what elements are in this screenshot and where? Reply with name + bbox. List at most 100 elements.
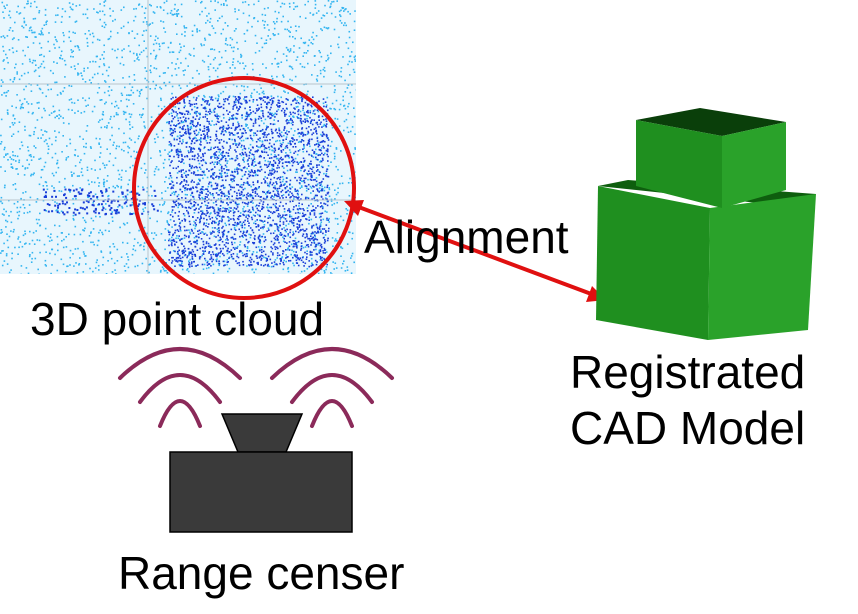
cloud-point xyxy=(274,22,276,25)
cloud-point xyxy=(236,85,238,88)
cloud-point xyxy=(249,171,252,174)
cloud-point xyxy=(62,135,64,137)
cloud-point xyxy=(138,44,140,47)
cloud-point xyxy=(268,184,270,187)
cloud-point xyxy=(54,152,57,155)
cloud-point xyxy=(328,188,331,191)
cloud-point xyxy=(29,210,31,213)
cloud-point xyxy=(210,175,213,177)
cloud-point xyxy=(252,125,255,127)
cloud-point xyxy=(287,267,290,269)
cloud-point xyxy=(20,141,23,143)
cloud-point xyxy=(215,204,218,206)
cloud-point xyxy=(140,244,142,246)
cloud-point xyxy=(125,197,128,199)
cloud-point xyxy=(221,220,223,223)
cloud-point xyxy=(278,160,281,163)
cloud-point xyxy=(24,54,26,57)
cloud-point xyxy=(301,186,303,188)
cloud-point xyxy=(194,0,197,3)
cloud-point xyxy=(178,218,180,220)
cloud-point xyxy=(222,90,225,93)
cloud-point xyxy=(270,178,272,181)
cloud-point xyxy=(203,223,205,226)
cloud-point xyxy=(203,94,205,97)
cloud-point xyxy=(184,189,186,192)
cloud-point xyxy=(162,21,165,23)
cloud-point xyxy=(234,229,237,231)
cloud-point xyxy=(171,92,173,95)
cloud-point xyxy=(177,230,180,232)
cloud-point xyxy=(294,217,297,219)
cloud-point xyxy=(183,162,185,165)
cloud-point xyxy=(202,153,204,155)
cloud-point xyxy=(16,73,18,75)
cloud-point xyxy=(333,28,336,31)
cloud-point xyxy=(319,223,322,225)
cloud-point xyxy=(180,62,182,64)
cloud-point xyxy=(274,112,276,115)
cloud-point xyxy=(232,224,234,226)
cloud-point xyxy=(198,208,200,210)
cloud-point xyxy=(217,214,219,216)
cloud-point xyxy=(273,168,275,171)
cloud-point xyxy=(302,105,305,108)
cloud-point xyxy=(182,251,185,254)
cloud-point xyxy=(295,259,298,262)
cloud-point xyxy=(150,71,152,74)
cloud-point xyxy=(10,210,12,213)
cloud-point xyxy=(248,151,251,153)
cloud-point xyxy=(220,3,223,6)
cloud-point xyxy=(325,123,328,125)
cloud-point xyxy=(262,90,265,93)
cloud-point xyxy=(296,226,298,228)
cloud-point xyxy=(260,236,262,238)
cloud-point xyxy=(333,212,335,214)
cloud-point xyxy=(76,272,79,274)
cloud-point xyxy=(308,216,310,219)
cloud-point xyxy=(286,122,288,124)
cloud-point xyxy=(197,159,200,162)
cloud-point xyxy=(210,256,213,258)
cloud-point xyxy=(321,29,323,32)
cloud-point xyxy=(232,238,235,240)
cloud-point xyxy=(303,215,305,217)
cloud-point xyxy=(117,195,120,198)
cloud-point xyxy=(171,226,173,228)
cloud-point xyxy=(246,124,248,126)
cloud-point xyxy=(179,221,182,224)
cloud-point xyxy=(325,219,328,221)
cloud-point xyxy=(318,187,321,189)
cloud-point xyxy=(320,219,322,221)
cloud-point xyxy=(28,154,31,157)
cloud-point xyxy=(209,110,212,113)
cloud-point xyxy=(278,106,281,108)
cloud-point xyxy=(74,45,76,48)
cloud-point xyxy=(351,61,353,63)
cloud-point xyxy=(312,231,314,234)
cloud-point xyxy=(196,125,198,127)
cloud-point xyxy=(242,213,244,216)
cloud-point xyxy=(193,209,196,211)
cloud-point xyxy=(25,242,27,245)
cloud-point xyxy=(68,16,71,18)
cloud-point xyxy=(291,123,294,126)
cloud-point xyxy=(299,257,302,259)
cloud-point xyxy=(284,218,287,220)
cloud-point xyxy=(54,110,56,113)
cloud-point xyxy=(258,162,261,165)
cloud-point xyxy=(170,243,173,246)
cloud-point xyxy=(300,121,302,123)
cloud-point xyxy=(203,263,206,266)
cloud-point xyxy=(263,148,266,151)
cloud-point xyxy=(193,181,195,183)
cloud-point xyxy=(122,141,125,144)
cloud-point xyxy=(189,202,192,205)
cloud-point xyxy=(158,113,160,116)
cloud-point xyxy=(293,206,295,208)
cloud-point xyxy=(163,27,165,29)
cloud-point xyxy=(40,63,43,65)
cloud-point xyxy=(340,175,343,177)
cloud-point xyxy=(181,112,184,115)
cloud-point xyxy=(16,211,19,214)
